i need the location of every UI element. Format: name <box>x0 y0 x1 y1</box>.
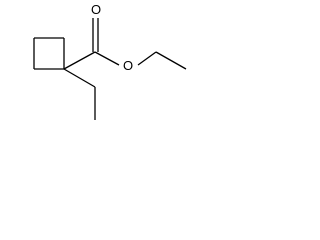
ch2-to-ch3-bond <box>155 51 187 70</box>
carbonyl-to-ester-oxygen-bond <box>94 51 120 66</box>
ester-oxygen-to-ch2-bond <box>137 51 157 66</box>
carbonyl-oxygen-label: O <box>91 2 101 17</box>
c1-to-carbonyl-bond <box>63 51 96 70</box>
structure-diagram: O O <box>33 2 187 120</box>
c1-to-ethyl-bond <box>63 68 96 88</box>
ester-oxygen-label: O <box>123 58 133 73</box>
